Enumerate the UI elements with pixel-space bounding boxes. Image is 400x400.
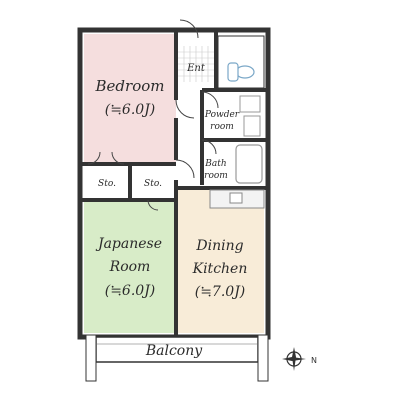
balcony-left-post [85,334,97,382]
bedroom-label: Bedroom [95,77,165,95]
bathroom-label-line1: Bath [204,159,226,169]
powder-room-label-line1: Powder [204,110,240,120]
bathtub-icon [235,144,263,184]
balcony-label: Balcony [145,343,203,359]
toilet-icon [235,65,255,79]
washbasin-cabinet [243,115,261,137]
entrance-tile-grid [178,46,214,82]
dining-kitchen-area [176,190,264,333]
dining-kitchen-label-line2: Kitchen [192,261,248,277]
powder-room-label-line2: room [210,122,234,132]
storage-left-label: Sto. [98,179,116,189]
washbasin-icon [239,95,261,113]
compass-icon [282,347,306,371]
entrance-label: Ent [186,63,206,74]
japanese-room-label-line2: Room [109,259,151,275]
japanese-room-area-label: (≒6.0J) [105,283,156,299]
dining-kitchen-label-line1: Dining [195,238,243,254]
storage-right-label: Sto. [144,179,162,189]
interior-walls [82,32,266,335]
balcony-right-post [257,334,269,382]
bedroom-area [84,34,176,164]
door-swings [87,19,219,211]
japanese-room-label-line1: Japanese [95,236,162,252]
dining-kitchen-area-label: (≒7.0J) [195,284,246,300]
toilet-room [217,35,265,89]
compass-north-label: N [311,356,317,365]
japanese-room-area [84,200,176,333]
sink-icon [227,62,239,82]
kitchen-sink [229,192,243,204]
bedroom-area-label: (≒6.0J) [105,102,156,118]
bathroom-label-line2: room [204,171,228,181]
